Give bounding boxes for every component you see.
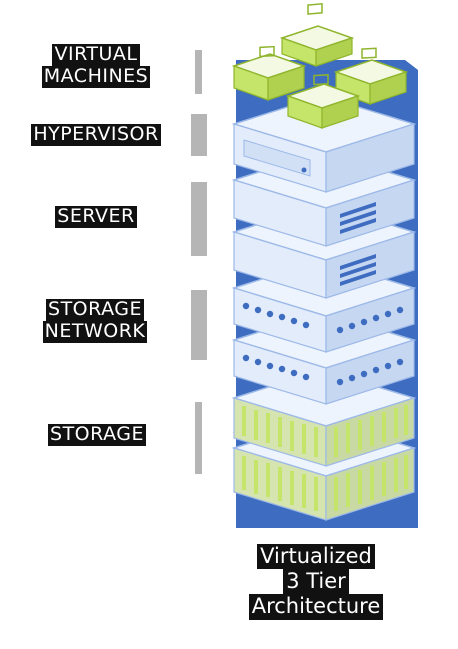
label-line: SERVER: [55, 205, 137, 228]
label-line: MACHINES: [41, 64, 151, 88]
vm-bundle-front: [285, 74, 361, 129]
caption-line: 3 Tier: [283, 569, 349, 595]
network-ports-upper: [242, 302, 404, 334]
label-line: NETWORK: [42, 319, 148, 343]
label-line: HYPERVISOR: [31, 123, 161, 146]
network-ports-lower: [242, 354, 404, 386]
server-vent-lower: [340, 254, 376, 286]
storage-vent-lower: [242, 455, 408, 511]
vm-bundle-right: [333, 47, 409, 105]
storage-vent-upper: [242, 405, 408, 457]
label-line: STORAGE: [46, 298, 144, 321]
label-server: SERVER: [46, 205, 146, 228]
hypervisor-indicator: [301, 167, 307, 173]
label-storage-network: STORAGE NETWORK: [30, 298, 160, 343]
bracket-storage: [195, 402, 202, 474]
vm-bundle-back: [279, 3, 355, 67]
label-line: STORAGE: [48, 423, 146, 446]
caption-line: Architecture: [248, 594, 384, 620]
label-hypervisor: HYPERVISOR: [18, 123, 174, 146]
layer-brackets: [191, 50, 207, 474]
label-line: VIRTUAL: [52, 43, 140, 66]
bracket-vms: [195, 50, 202, 94]
vm-bundle-left: [231, 45, 307, 101]
label-virtual-machines: VIRTUAL MACHINES: [34, 43, 158, 88]
bracket-hypervisor: [191, 114, 207, 156]
server-vent-upper: [340, 202, 376, 234]
hypervisor-slot: [243, 139, 311, 177]
label-storage: STORAGE: [36, 423, 158, 446]
bracket-server: [191, 182, 207, 256]
diagram-caption: Virtualized 3 Tier Architecture: [236, 544, 396, 620]
caption-line: Virtualized: [257, 544, 375, 570]
bracket-storage-network: [191, 290, 207, 360]
